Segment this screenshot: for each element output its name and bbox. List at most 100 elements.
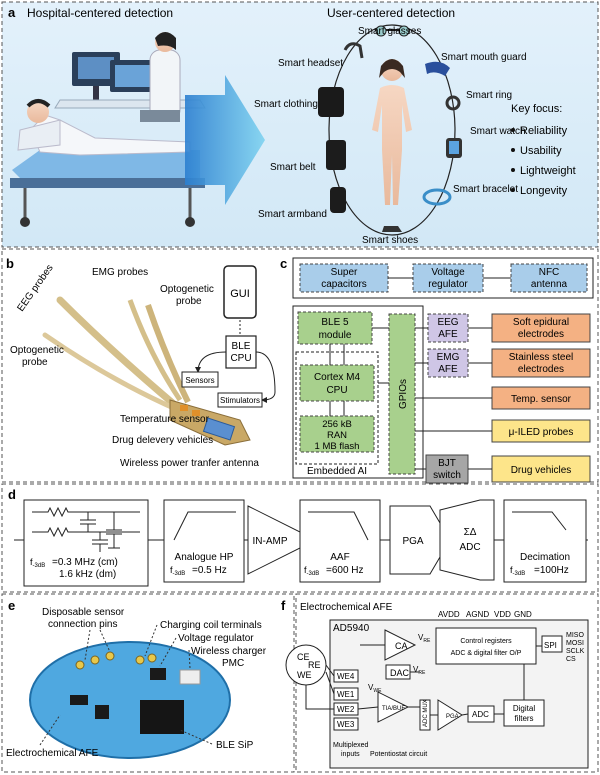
spi-cs: CS: [566, 656, 576, 663]
ble5-text-1: BLE 5: [321, 317, 349, 328]
label-electrochem-afe: Electrochemical AFE: [6, 748, 99, 759]
human-figure: [372, 59, 412, 205]
aaf-value: =600 Hz: [326, 565, 364, 576]
eeg-probe-strip: [56, 296, 179, 409]
memory-text-1: 256 kB: [322, 419, 352, 430]
hp-value: =0.5 Hz: [192, 565, 227, 576]
decimation-block: [503, 499, 587, 583]
label-vreg: Voltage regulator: [178, 633, 254, 644]
f3db-label: f-3dB: [170, 565, 185, 577]
iled-label: μ-ILED probes: [509, 427, 574, 438]
filter-freq-2: 1.6 kHz (dm): [59, 569, 116, 580]
panel-a-right-title: User-centered detection: [327, 6, 455, 20]
adc-label-2: ADC: [459, 542, 480, 553]
power-block: [292, 257, 594, 299]
label-smart-headset: Smart headset: [278, 58, 343, 69]
focus-bullet: [511, 188, 515, 192]
label-eeg-probes: EEG probes: [15, 263, 55, 314]
control-registers-2: ADC & digital filter O/P: [451, 650, 522, 657]
electrode-we: WE: [297, 670, 312, 680]
f3db-label: f-3dB: [30, 557, 45, 569]
bjt-2: switch: [433, 470, 461, 481]
aaf-title: AAF: [330, 552, 349, 563]
stimulators-label: Stimulators: [220, 396, 260, 405]
antenna-chip: [202, 417, 236, 441]
label-smart-watch: Smart watch: [470, 126, 526, 137]
label-smart-clothing: Smart clothing: [254, 99, 318, 110]
panel-b-letter: b: [6, 256, 14, 271]
vreg-chip: [150, 668, 166, 680]
temp-sensor-label: Temp. sensor: [511, 394, 572, 405]
connection-pin: [75, 660, 85, 670]
vreg-text-1: Voltage: [431, 267, 465, 278]
spi-block: [541, 635, 563, 653]
panel-f-title: Electrochemical AFE: [300, 602, 393, 613]
label-opto-left-2: probe: [22, 357, 48, 368]
cortex-text-1: Cortex M4: [314, 372, 361, 383]
memory-text-3: 1 MB flash: [315, 441, 360, 452]
gpios-label: GPIOs: [398, 379, 409, 409]
sensors-label: Sensors: [185, 376, 214, 385]
focus-bullet: [511, 148, 515, 152]
label-smart-ring: Smart ring: [466, 90, 512, 101]
label-pins-1: Disposable sensor: [42, 607, 125, 618]
clothing-icon: [318, 87, 344, 117]
digital-filters-1: Digital: [513, 704, 535, 713]
tia-label: TIA/BUF: [382, 706, 405, 712]
spi-label: SPI: [544, 641, 557, 650]
supercap-text-2: capacitors: [321, 279, 367, 290]
vreg-text-2: regulator: [428, 279, 468, 290]
soft-electrodes-1: Soft epidural: [513, 317, 569, 328]
potentiostat-label: Potentiostat circuit: [370, 751, 427, 758]
soft-electrodes-2: electrodes: [518, 329, 564, 340]
phone-icon: [223, 265, 257, 319]
armband-icon: [330, 187, 346, 213]
hp-title: Analogue HP: [175, 552, 234, 563]
panel-a: a Hospital-centered detection User-cente…: [1, 1, 599, 248]
supercap-text-1: Super: [331, 267, 358, 278]
ca-vre: VRE: [418, 633, 431, 644]
control-registers-block: [435, 627, 537, 665]
input-we3: [333, 717, 359, 731]
decimation-value: =100Hz: [534, 565, 569, 576]
vreg-box: [412, 263, 484, 293]
eeg-afe-1: EEG: [437, 317, 458, 328]
pin-avdd: AVDD: [438, 610, 460, 619]
spi-miso: MISO: [566, 632, 584, 639]
adc-mux-label: ADC MUX: [423, 699, 429, 727]
input-filter-block: [23, 499, 149, 587]
opto-top-strip: [145, 304, 191, 404]
nfc-text-1: NFC: [539, 267, 560, 278]
panel-d: d f-3dB =0.3 MHz (cm) 1.6 kHz (dm) Analo…: [1, 483, 599, 593]
bracelet-icon: [422, 188, 452, 206]
emg-strip: [127, 299, 183, 402]
emg-afe-2: AFE: [438, 364, 458, 375]
adc-block: [439, 499, 495, 581]
panel-e-letter: e: [8, 598, 15, 613]
pillow: [17, 119, 61, 151]
nfc-box: [510, 263, 588, 293]
spi-sclk: SCLK: [566, 648, 585, 655]
opto-left-strip: [42, 332, 181, 413]
connection-pin: [90, 655, 100, 665]
label-wireless-antenna: Wireless power tranfer antenna: [120, 458, 259, 469]
spi-mosi: MOSI: [566, 640, 584, 647]
pga-label: PGA: [402, 536, 423, 547]
we4-label: WE4: [337, 672, 355, 681]
focus-item: Reliability: [520, 125, 568, 137]
chip-label: AD5940: [333, 623, 370, 634]
label-charger-1: Wireless charger: [191, 646, 267, 657]
emg-afe-box: [427, 348, 469, 378]
dac-label: DAC: [390, 668, 410, 678]
embedded-ai-label: Embedded AI: [307, 466, 367, 477]
multiplexed-2: inputs: [341, 751, 360, 758]
digital-filters-2: filters: [514, 714, 533, 723]
we3-label: WE3: [337, 720, 355, 729]
connection-pin: [105, 651, 115, 661]
decimation-title: Decimation: [520, 552, 570, 563]
label-smart-armband: Smart armband: [258, 209, 327, 220]
panel-c: c Super capacitors Voltage regulator NFC…: [280, 256, 594, 484]
emg-afe-1: EMG: [437, 352, 460, 363]
supercap-box: [299, 263, 389, 293]
filter-schematic: [32, 506, 140, 552]
